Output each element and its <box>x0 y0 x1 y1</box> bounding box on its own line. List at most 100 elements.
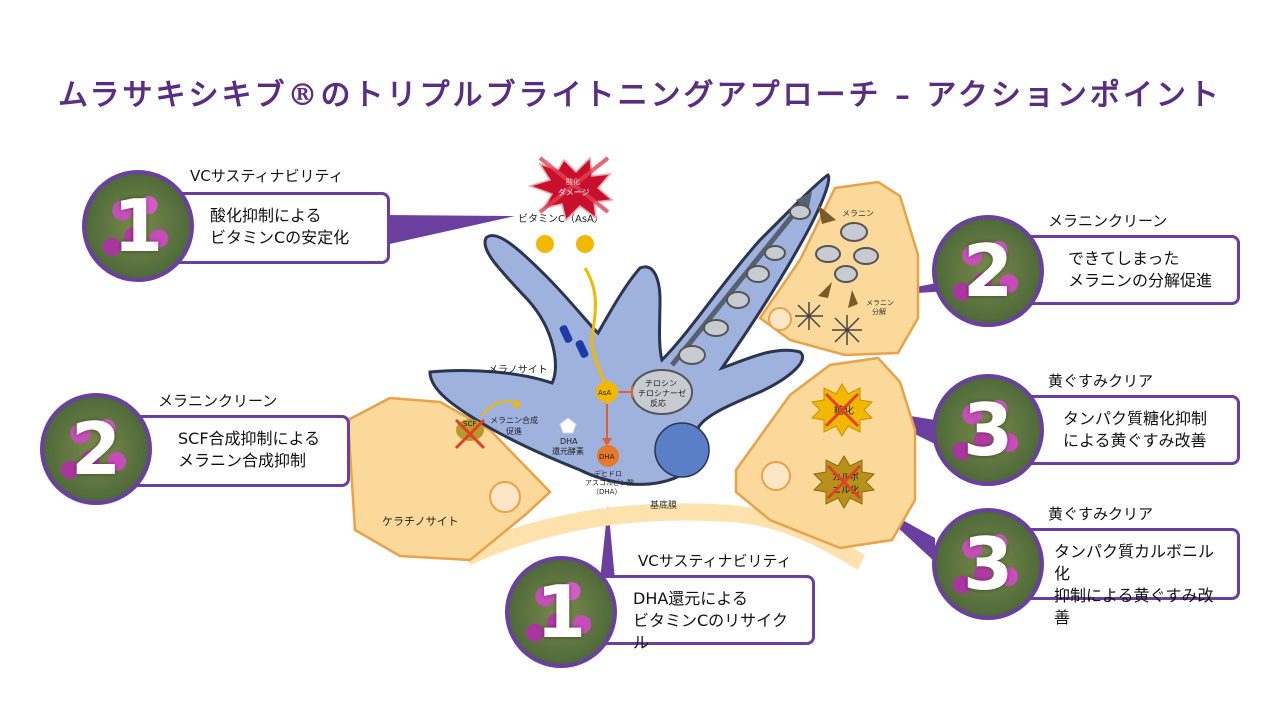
melanosome <box>703 319 729 337</box>
beautyberry-badge: 1 <box>505 556 617 668</box>
melanosome <box>746 265 770 283</box>
basement-membrane <box>460 503 865 570</box>
connector-1a <box>385 215 515 245</box>
beautyberry-badge: 3 <box>932 508 1044 620</box>
melanocyte-label: メラノサイト <box>488 364 548 376</box>
melanin-fragments <box>795 302 862 345</box>
scf-cross <box>454 418 486 450</box>
decomp-arrow-2 <box>848 290 858 308</box>
basement-label: 基底膜 <box>650 499 677 511</box>
vitamin-c-label: ビタミンC（AsA） <box>518 213 604 225</box>
keratinocyte-left <box>346 396 552 562</box>
tyrosine-label-3: 反応 <box>650 398 666 408</box>
melanin-label: メラニン <box>842 209 874 218</box>
melanin-decomp-label-1: メラニン <box>866 299 894 307</box>
callout-number: 1 <box>535 570 587 654</box>
callout-line: ビタミンCの安定化 <box>210 228 350 247</box>
scf-label: SCF <box>463 420 476 428</box>
callout-number: 3 <box>962 388 1014 472</box>
damage-label-2: ダメージ <box>558 187 590 197</box>
melanin-granule <box>834 265 858 283</box>
melanin-decomp-label-2: 分解 <box>872 307 886 316</box>
dha-node <box>597 445 619 467</box>
asa-label: AsA <box>598 389 611 397</box>
melanin-synthesis-label-2: 促進 <box>506 426 522 436</box>
melanin-arrow <box>818 205 836 224</box>
melanosome <box>764 245 786 261</box>
callout-box: タンパク質カルボニル化 抑制による黄ぐすみ改善 <box>1015 528 1240 627</box>
nucleus-left <box>489 481 521 513</box>
nucleus-upper-right <box>768 307 792 331</box>
transporter <box>575 340 589 358</box>
tyrosine-label-1: チロシン <box>645 379 677 388</box>
transporter <box>559 325 573 343</box>
nucleus-lower-right <box>761 461 791 491</box>
transport-arrow <box>670 198 807 367</box>
callout-line: タンパク質糖化抑制 <box>1063 409 1208 428</box>
dha-label: DHA <box>599 453 615 461</box>
melanocyte-nucleus <box>654 422 710 478</box>
callout-line: メラニンの分解促進 <box>1068 271 1213 290</box>
vitamin-c-dot <box>576 235 594 253</box>
callout-box: SCF合成抑制による メラニン合成抑制 <box>125 415 350 487</box>
beautyberry-badge: 1 <box>82 170 194 282</box>
callout-box: できてしまった メラニンの分解促進 <box>1015 235 1240 305</box>
callout-number: 2 <box>70 407 122 491</box>
scf-node <box>456 419 484 441</box>
carbonyl-cross <box>826 464 862 500</box>
keratinocyte-lower-right <box>734 356 917 550</box>
melanosome <box>726 291 750 309</box>
asa-to-dha-head <box>602 438 612 446</box>
callout-heading: VCサスティナビリティ <box>190 167 344 185</box>
beautyberry-badge: 3 <box>932 374 1044 486</box>
callout-heading: メラニンクリーン <box>1048 212 1168 230</box>
callout-box: DHA還元による ビタミンCのリサイクル <box>592 575 815 652</box>
callout-heading: 黄ぐすみクリア <box>1048 372 1154 390</box>
dha-enzyme-label-2: 還元酵素 <box>552 446 584 456</box>
melanin-granule <box>853 247 879 265</box>
dha-enzyme-shape <box>559 417 577 434</box>
dehydro-label-1: デヒドロ <box>594 469 622 478</box>
vitamin-c-dot <box>536 235 554 253</box>
callout-line: DHA還元による <box>633 589 748 608</box>
callout-line: 酸化抑制による <box>210 206 322 225</box>
callout-line: による黄ぐすみ改善 <box>1063 431 1207 450</box>
beautyberry-badge: 2 <box>932 215 1044 327</box>
beautyberry-badge: 2 <box>40 393 152 505</box>
callout-line: ビタミンCのリサイクル <box>633 611 788 652</box>
damage-label-1: 酸化 <box>566 177 580 186</box>
melanosome <box>678 345 706 365</box>
melanocyte <box>428 173 831 486</box>
scf-arrowhead <box>513 399 522 408</box>
callout-number: 1 <box>112 184 164 268</box>
melanin-granule <box>815 245 841 263</box>
dehydro-label-3: （DHA） <box>592 488 621 496</box>
dehydro-label-2: アスコルビン酸 <box>585 478 634 487</box>
callout-number: 2 <box>962 229 1014 313</box>
callout-box: 酸化抑制による ビタミンCの安定化 <box>165 192 390 264</box>
melanin-granule <box>840 222 868 242</box>
callout-heading: メラニンクリーン <box>158 392 278 410</box>
damage-cross <box>538 156 610 214</box>
asa-node <box>596 381 618 403</box>
callout-heading: 黄ぐすみクリア <box>1048 505 1154 523</box>
callout-number: 3 <box>962 522 1014 606</box>
callout-line: タンパク質カルボニル化 <box>1054 542 1215 583</box>
callout-line: メラニン合成抑制 <box>178 451 307 470</box>
carbonyl-label-1: カルボ <box>832 472 859 483</box>
glycation-cross <box>824 392 860 428</box>
callout-box: タンパク質糖化抑制 による黄ぐすみ改善 <box>1015 395 1240 465</box>
keratinocyte-label: ケラチノサイト <box>382 515 459 528</box>
callout-line: 抑制による黄ぐすみ改善 <box>1054 586 1214 627</box>
decomp-arrow-1 <box>818 282 832 298</box>
page-title: ムラサキシキブ®のトリプルブライトニングアプローチ – アクションポイント <box>58 78 1222 113</box>
connector-1b <box>600 505 615 580</box>
callout-heading: VCサスティナビリティ <box>638 552 792 570</box>
callout-line: できてしまった <box>1068 249 1180 268</box>
callout-line: SCF合成抑制による <box>178 429 321 448</box>
melanosome <box>789 204 811 220</box>
dha-enzyme-label-1: DHA <box>560 437 578 446</box>
vitamin-c-path <box>583 267 608 387</box>
melanin-synthesis-label-1: メラニン合成 <box>490 415 538 425</box>
